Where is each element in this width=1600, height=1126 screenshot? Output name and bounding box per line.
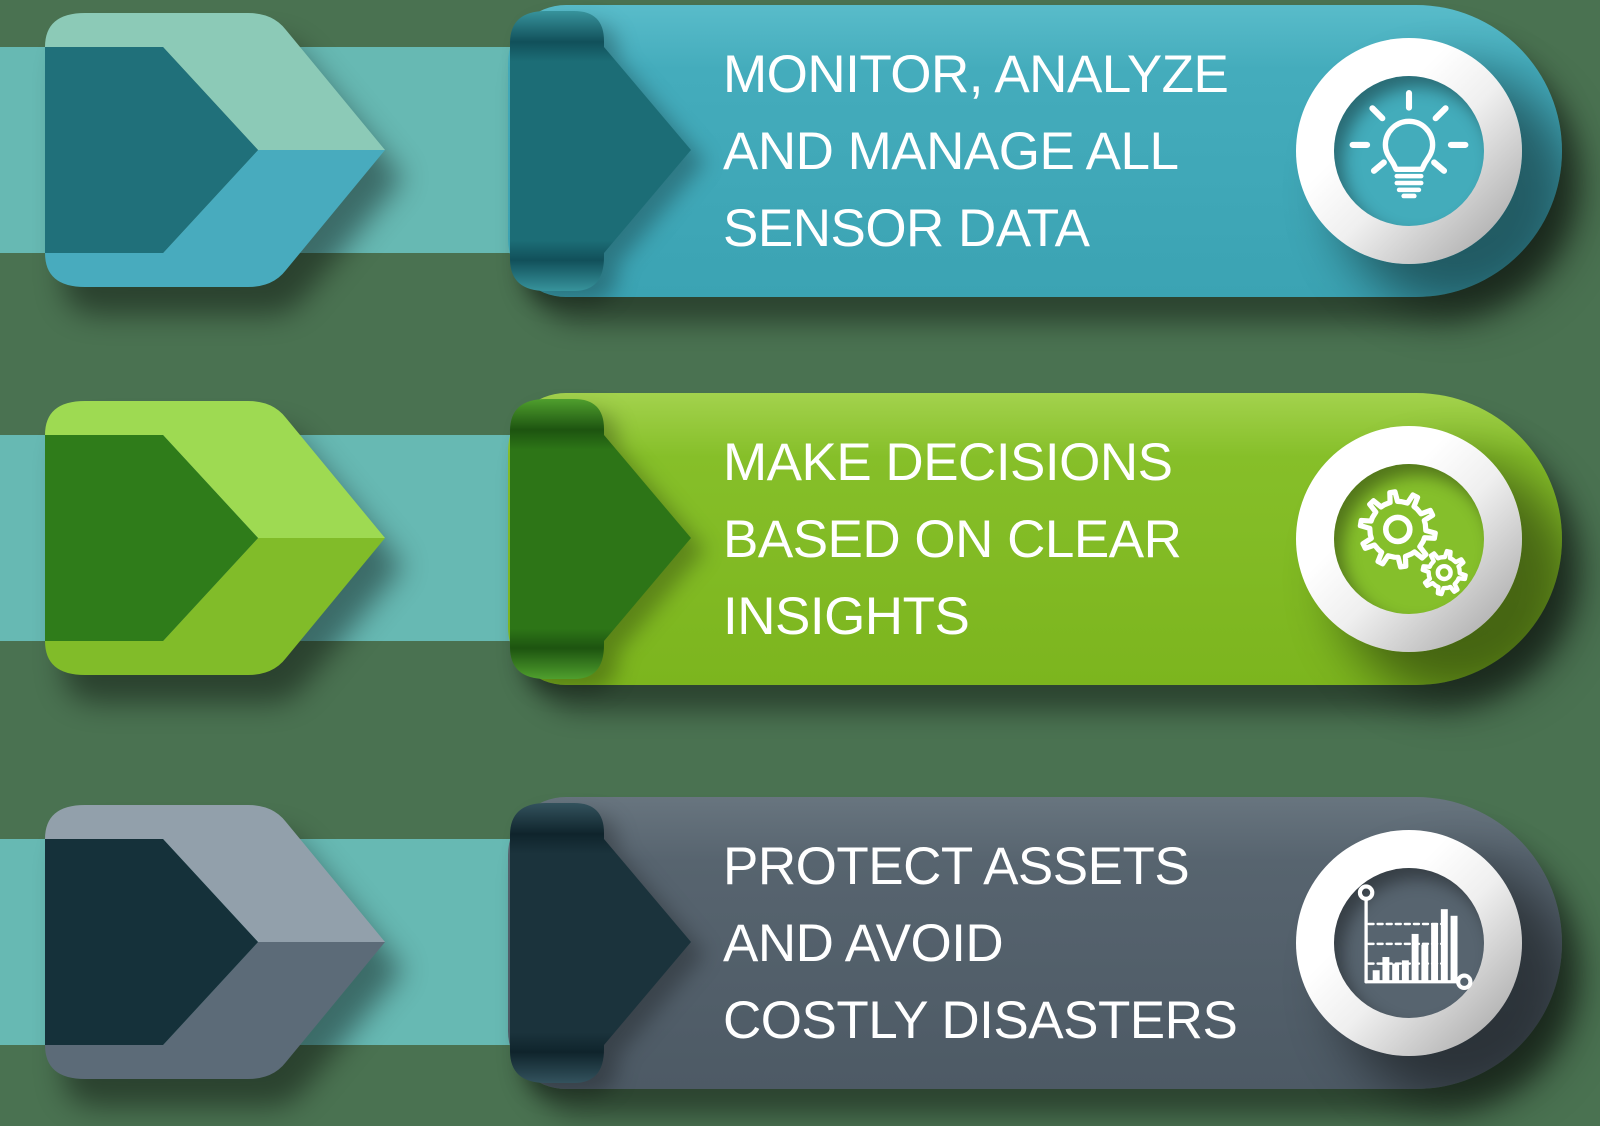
banner-fold-arrow [510,803,691,1083]
icon-disc [1334,76,1484,226]
banner-label: PROTECT ASSETS AND AVOID COSTLY DISASTER… [508,828,1238,1059]
label-line: AND MANAGE ALL [723,121,1179,181]
label-line: COSTLY DISASTERS [723,990,1238,1050]
icon-ring-badge [1296,38,1522,264]
banner: MAKE DECISIONS BASED ON CLEAR INSIGHTS [508,393,1562,685]
icon-disc [1334,464,1484,614]
label-line: BASED ON CLEAR [723,509,1182,569]
label-line: SENSOR DATA [723,198,1090,258]
step-row-monitor: MONITOR, ANALYZE AND MANAGE ALL SENSOR D… [0,5,1600,297]
label-line: PROTECT ASSETS [723,836,1190,896]
icon-ring-badge [1296,830,1522,1056]
bar-chart-icon [1357,884,1473,991]
banner-fold-arrow [510,11,691,291]
label-line: AND AVOID [723,913,1004,973]
flow-arrow-3d [45,401,385,675]
flow-arrow-3d [45,805,385,1079]
icon-ring-badge [1296,426,1522,652]
icon-disc [1334,868,1484,1018]
banner-label: MONITOR, ANALYZE AND MANAGE ALL SENSOR D… [508,36,1229,267]
banner: MONITOR, ANALYZE AND MANAGE ALL SENSOR D… [508,5,1562,297]
banner: PROTECT ASSETS AND AVOID COSTLY DISASTER… [508,797,1562,1089]
gears-icon [1357,489,1468,597]
step-row-decisions: MAKE DECISIONS BASED ON CLEAR INSIGHTS [0,393,1600,685]
step-row-protect: PROTECT ASSETS AND AVOID COSTLY DISASTER… [0,797,1600,1089]
label-line: INSIGHTS [723,586,970,646]
flow-arrow-3d [45,13,385,287]
label-line: MAKE DECISIONS [723,432,1173,492]
banner-fold-arrow [510,399,691,679]
lightbulb-icon [1349,90,1469,199]
banner-label: MAKE DECISIONS BASED ON CLEAR INSIGHTS [508,424,1182,655]
label-line: MONITOR, ANALYZE [723,44,1229,104]
